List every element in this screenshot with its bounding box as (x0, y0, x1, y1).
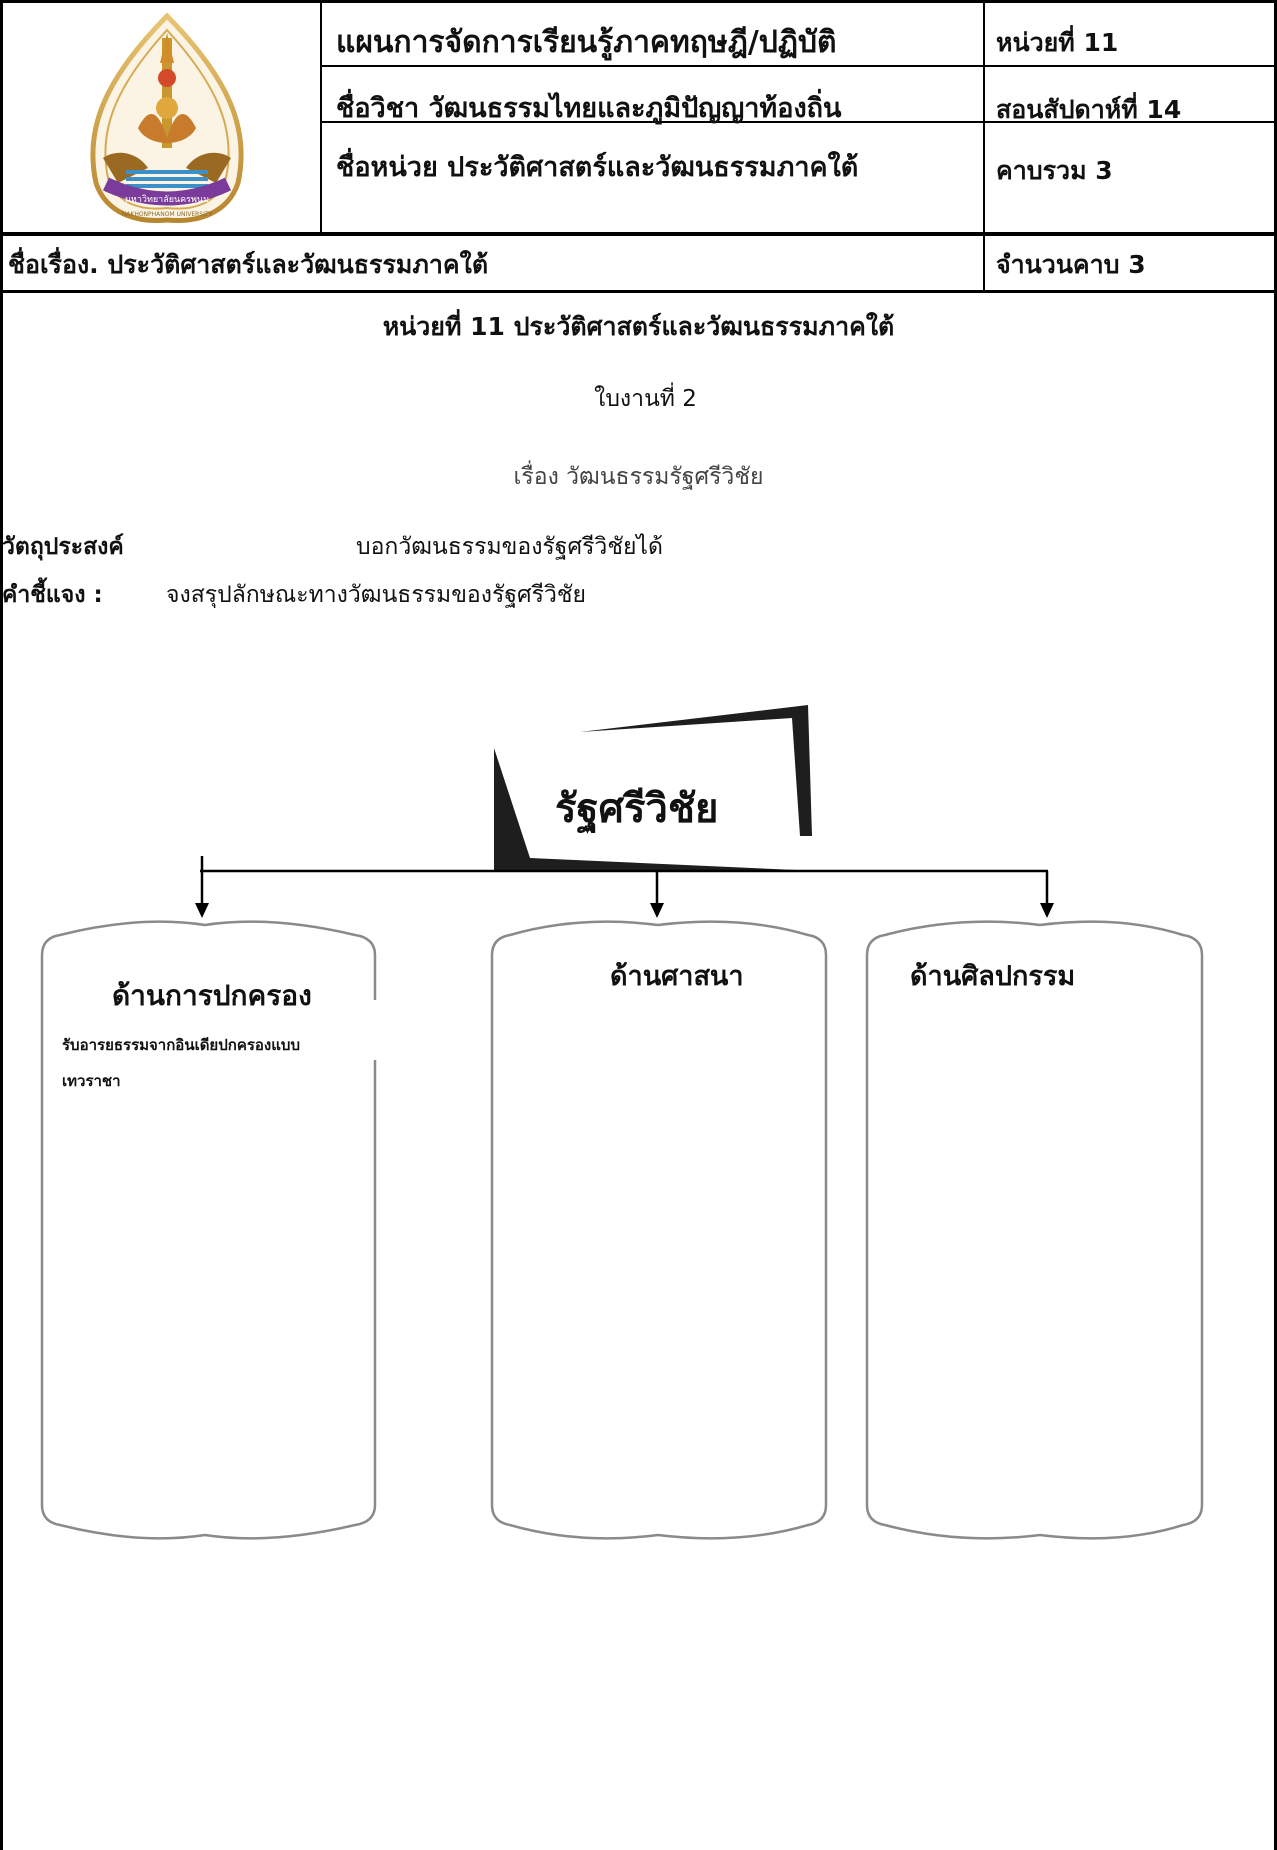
objective-label: วัตถุประสงค์ (2, 534, 124, 560)
unit-name: ชื่อหน่วย ประวัติศาสตร์และวัฒนธรรมภาคใต้ (336, 152, 859, 183)
box-arts (865, 920, 1204, 1540)
header-top-rule (0, 0, 1277, 3)
logo-english-text: NAKHONPHANOM UNIVERSITY (122, 211, 213, 218)
instruction-label: คำชี้แจง : (2, 582, 103, 608)
title-frame-top-right (580, 705, 812, 836)
diagram-center-title: รัฐศรีวิชัย (555, 786, 718, 835)
box-religion (490, 920, 828, 1540)
arrow-right-head (1040, 903, 1054, 918)
teaching-week: สอนสัปดาห์ที่ 14 (996, 95, 1182, 124)
box-governance-line1: รับอารยธรรมจากอินเดียปกครองแบบ (62, 1036, 300, 1054)
arrow-left-head (195, 903, 209, 918)
right-col-divider (983, 0, 985, 292)
logo-arc-text: มหาวิทยาลัยนครพนม (125, 194, 209, 205)
subject-name: ชื่อวิชา วัฒนธรรมไทยและภูมิปัญญาท้องถิ่น (336, 93, 842, 124)
box-governance-line2: เทวราชา (62, 1072, 121, 1090)
instruction-text: จงสรุปลักษณะทางวัฒนธรรมของรัฐศรีวิชัย (166, 582, 586, 608)
box-governance-gap (365, 1000, 379, 1060)
box-governance-title: ด้านการปกครอง (112, 979, 312, 1012)
topic-name: ชื่อเรื่อง. ประวัติศาสตร์และวัฒนธรรมภาคใ… (8, 250, 489, 279)
objective-text: บอกวัฒนธรรมของรัฐศรีวิชัยได้ (356, 534, 663, 560)
header-row-rule-1 (322, 65, 1277, 67)
box-governance (40, 920, 377, 1540)
sheet-number: ใบงานที่ 2 (594, 386, 697, 412)
header-bottom-rule (0, 232, 1277, 236)
unit-heading: หน่วยที่ 11 ประวัติศาสตร์และวัฒนธรรมภาคใ… (382, 312, 895, 341)
unit-number: หน่วยที่ 11 (996, 28, 1119, 57)
box-religion-title: ด้านศาสนา (610, 961, 744, 992)
worksheet-subject: เรื่อง วัฒนธรรมรัฐศรีวิชัย (513, 464, 764, 490)
arrow-middle-head (650, 903, 664, 918)
logo-divider (320, 0, 322, 234)
university-logo: มหาวิทยาลัยนครพนม NAKHONPHANOM UNIVERSIT… (78, 8, 256, 230)
title-frame-bottom-left (494, 748, 796, 872)
plan-title: แผนการจัดการเรียนรู้ภาคทฤษฎี/ปฏิบัติ (336, 25, 837, 60)
total-periods: คาบรวม 3 (996, 156, 1113, 185)
box-arts-title: ด้านศิลปกรรม (910, 961, 1075, 992)
topic-bottom-rule (0, 290, 1277, 293)
header-row-rule-2 (322, 121, 1277, 123)
period-count: จำนวนคาบ 3 (996, 250, 1146, 279)
